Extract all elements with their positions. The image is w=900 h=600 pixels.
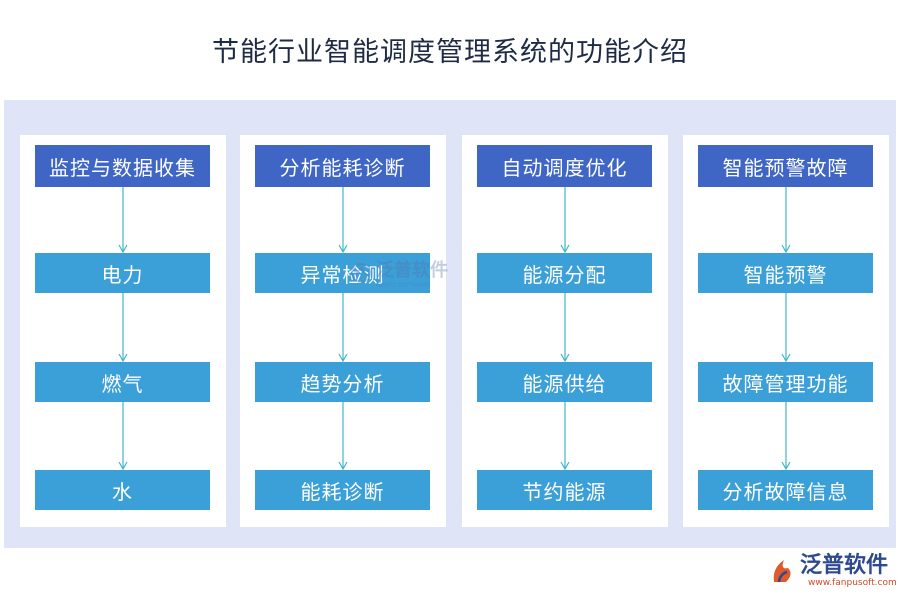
function-item: 分析故障信息	[698, 470, 873, 510]
arrow-down-icon	[560, 293, 570, 362]
function-item: 能源供给	[477, 362, 652, 402]
brand-logo: 泛普软件 www.fanpusoft.com	[770, 554, 897, 588]
column-header: 监控与数据收集	[35, 145, 210, 187]
column-scheduling: 自动调度优化 能源分配 能源供给 节约能源	[462, 135, 668, 527]
column-analysis: 分析能耗诊断 异常检测 趋势分析 能耗诊断	[240, 135, 446, 527]
function-item: 异常检测	[255, 253, 430, 293]
column-header: 智能预警故障	[698, 145, 873, 187]
arrow-down-icon	[118, 402, 128, 470]
logo-url: www.fanpusoft.com	[808, 578, 897, 588]
function-item: 能耗诊断	[255, 470, 430, 510]
function-item: 燃气	[35, 362, 210, 402]
function-item: 智能预警	[698, 253, 873, 293]
arrow-down-icon	[781, 187, 791, 253]
function-item: 故障管理功能	[698, 362, 873, 402]
arrow-down-icon	[781, 402, 791, 470]
arrow-down-icon	[560, 402, 570, 470]
arrow-down-icon	[338, 293, 348, 362]
column-warning: 智能预警故障 智能预警 故障管理功能 分析故障信息	[683, 135, 889, 527]
function-item: 水	[35, 470, 210, 510]
function-item: 节约能源	[477, 470, 652, 510]
arrow-down-icon	[560, 187, 570, 253]
logo-name: 泛普软件	[800, 553, 889, 578]
function-item: 能源分配	[477, 253, 652, 293]
arrow-down-icon	[118, 293, 128, 362]
column-header: 自动调度优化	[477, 145, 652, 187]
arrow-down-icon	[118, 187, 128, 253]
column-monitoring: 监控与数据收集 电力 燃气 水	[20, 135, 226, 527]
function-item: 趋势分析	[255, 362, 430, 402]
fanpu-logo-icon	[773, 560, 791, 583]
column-header: 分析能耗诊断	[255, 145, 430, 187]
page-title: 节能行业智能调度管理系统的功能介绍	[212, 37, 688, 68]
arrow-down-icon	[338, 187, 348, 253]
arrow-down-icon	[338, 402, 348, 470]
arrow-down-icon	[781, 293, 791, 362]
function-item: 电力	[35, 253, 210, 293]
